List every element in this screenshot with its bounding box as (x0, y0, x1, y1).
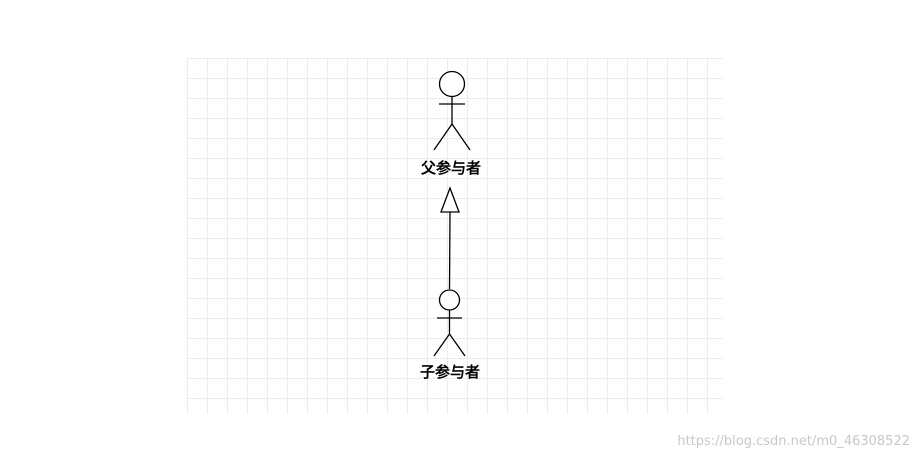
generalization-line (448, 211, 451, 290)
child-actor (433, 289, 466, 357)
generalization-triangle-head (440, 186, 460, 213)
child-actor-label: 子参与者 (419, 363, 480, 381)
child-actor-head (438, 289, 461, 311)
parent-actor-label: 父参与者 (420, 159, 481, 177)
grid-background (187, 58, 723, 414)
parent-actor-right-leg (451, 123, 471, 151)
child-actor-right-leg (448, 333, 466, 357)
parent-actor-head (438, 70, 466, 98)
watermark-text: https://blog.csdn.net/m0_46308522 (677, 434, 910, 449)
child-actor-left-leg (433, 333, 451, 357)
generalization-arrow (440, 186, 460, 290)
parent-actor-left-leg (433, 123, 453, 151)
parent-actor (433, 70, 471, 151)
